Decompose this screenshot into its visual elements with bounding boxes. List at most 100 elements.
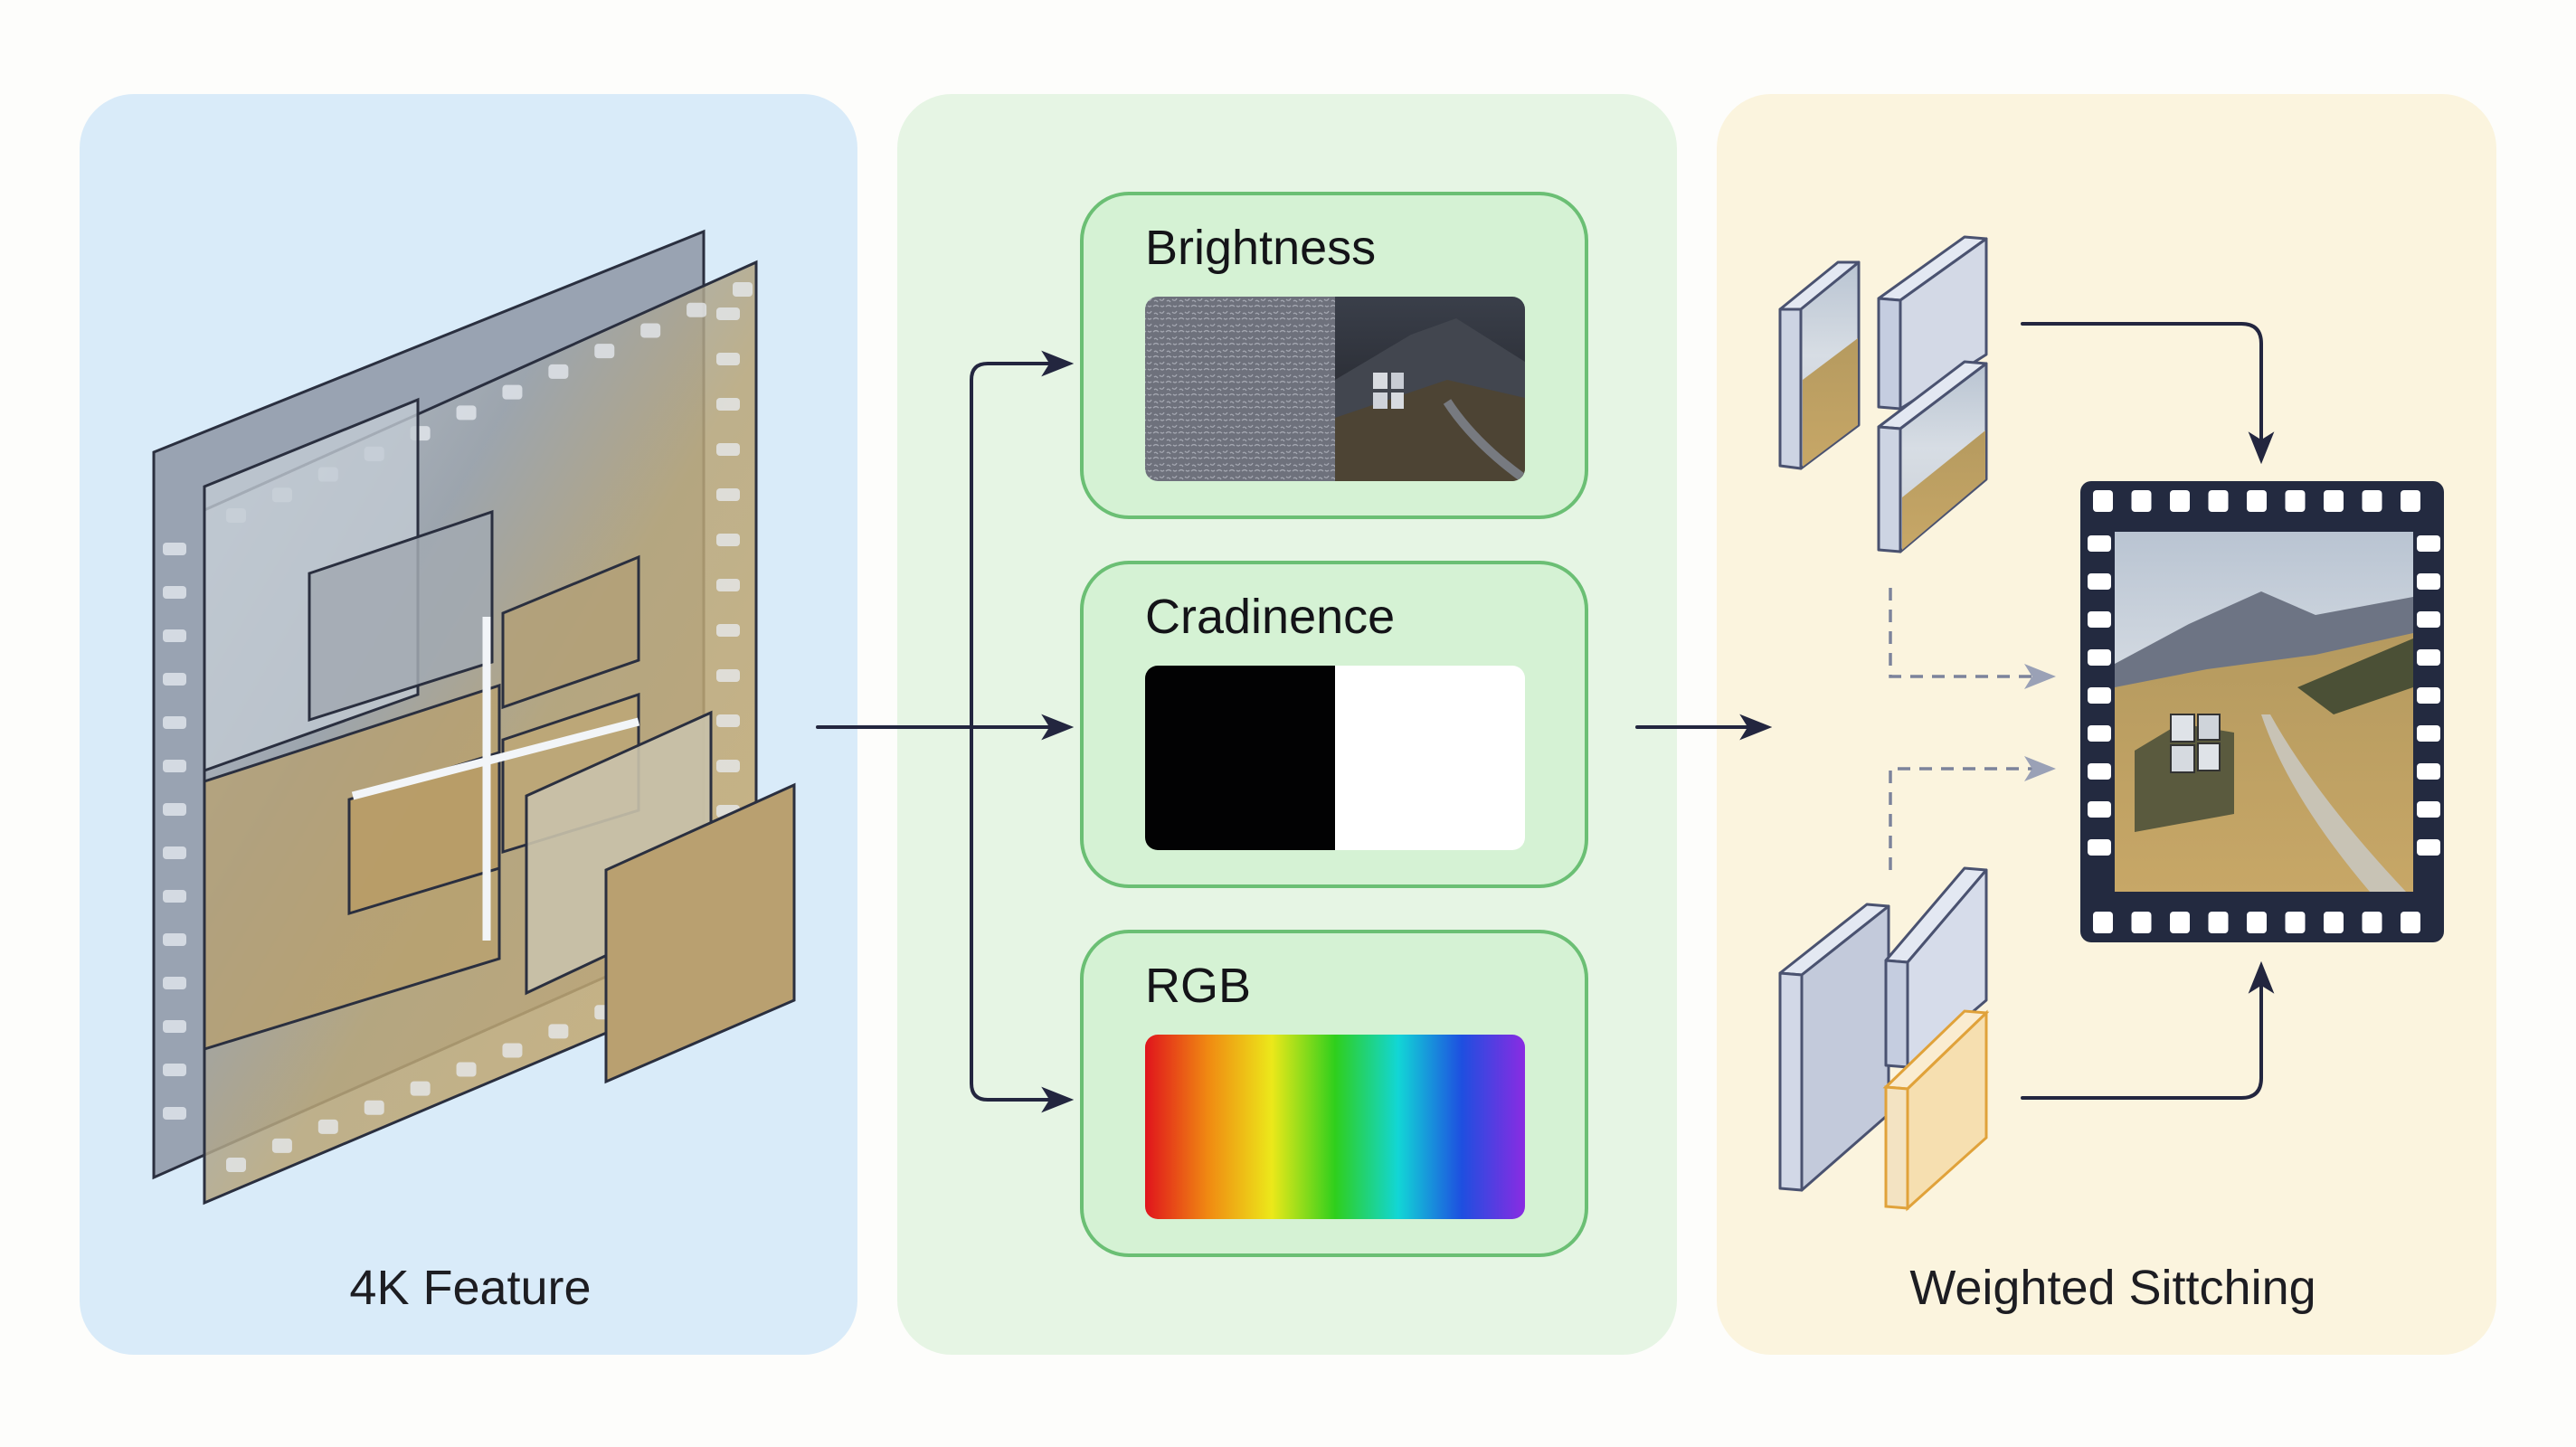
bottom-merge-arrow	[2021, 960, 2275, 1100]
sprocket-hole	[317, 1119, 338, 1134]
sprocket-hole	[410, 1081, 431, 1096]
sprocket-hole	[502, 384, 523, 400]
sprocket-hole	[548, 364, 569, 379]
sprocket-hole	[716, 353, 740, 365]
sprocket-hole	[456, 1062, 477, 1077]
gradience-preview	[1145, 666, 1525, 850]
sprocket-hole	[271, 1138, 292, 1153]
sprocket-hole	[2417, 839, 2440, 856]
sprocket-hole	[2417, 611, 2440, 628]
sprocket-hole	[716, 714, 740, 727]
sprocket-hole	[594, 344, 615, 359]
feature-card-gradience: Cradinence	[1080, 561, 1588, 888]
sprocket-hole	[2417, 687, 2440, 704]
sprocket-hole	[2088, 649, 2111, 666]
sprocket-hole	[364, 1100, 384, 1115]
sprocket-hole	[2324, 912, 2344, 933]
sprocket-hole	[2417, 801, 2440, 818]
sprocket-hole	[163, 586, 186, 599]
sprocket-hole	[733, 282, 753, 297]
sprocket-hole	[716, 307, 740, 320]
panel-label-4k-feature: 4K Feature	[349, 1261, 591, 1315]
black-half	[1145, 666, 1335, 850]
sprocket-hole	[716, 624, 740, 637]
sprocket-hole	[2285, 912, 2306, 933]
sprocket-hole	[2362, 912, 2382, 933]
sprocket-hole	[2170, 912, 2190, 933]
sprocket-hole	[2131, 490, 2152, 512]
image-tile	[308, 509, 494, 723]
sprocket-hole	[2417, 573, 2440, 590]
card-title-rgb: RGB	[1145, 959, 1251, 1013]
branch-arrow-brightness	[970, 350, 1075, 729]
top-merge-arrow	[2021, 322, 2275, 465]
sprocket-hole	[2131, 912, 2152, 933]
sprocket-hole	[163, 803, 186, 816]
sprocket-hole	[716, 534, 740, 546]
rgb-spectrum-preview	[1145, 1035, 1525, 1219]
sprocket-hole	[456, 405, 477, 421]
sprocket-hole	[2088, 763, 2111, 780]
4k-feature-stack-illustration	[152, 229, 796, 1206]
sprocket-hole	[163, 846, 186, 859]
top-block-group	[1778, 235, 1988, 553]
sprocket-hole	[163, 760, 186, 772]
sprocket-hole	[2401, 912, 2420, 933]
sprocket-hole	[163, 543, 186, 555]
sprocket-hole	[2362, 490, 2382, 512]
tile-gap-cross	[351, 617, 640, 941]
sprocket-hole	[163, 890, 186, 903]
sprocket-hole	[2088, 535, 2111, 552]
sprocket-hole	[2417, 649, 2440, 666]
feature-card-rgb: RGB	[1080, 930, 1588, 1257]
sprocket-hole	[716, 488, 740, 501]
sprocket-hole	[2088, 839, 2111, 856]
branch-arrow-rgb	[970, 725, 1075, 1113]
stitched-landscape-image	[2115, 532, 2413, 892]
sprocket-hole	[2088, 725, 2111, 742]
sprocket-hole	[163, 673, 186, 686]
sprocket-hole	[640, 323, 661, 338]
sprocket-hole	[2247, 912, 2267, 933]
sprocket-hole	[2401, 490, 2420, 512]
sprocket-hole	[2417, 535, 2440, 552]
dashed-arrow-lower	[1889, 756, 2056, 870]
sprocket-hole	[2208, 912, 2229, 933]
film-sprocket-holes	[2088, 490, 2440, 933]
sprocket-hole	[163, 1064, 186, 1076]
sprocket-hole	[548, 1024, 569, 1039]
sprocket-hole	[163, 1107, 186, 1120]
sprocket-hole	[2093, 490, 2113, 512]
feature-card-brightness: Brightness	[1080, 192, 1588, 519]
noise-texture	[1145, 297, 1335, 481]
card-title-gradience: Cradinence	[1145, 590, 1395, 644]
sprocket-hole	[163, 716, 186, 729]
sprocket-hole	[2088, 611, 2111, 628]
panel-label-weighted-stitching: Weighted Sittching	[1909, 1261, 2316, 1315]
sprocket-hole	[163, 629, 186, 642]
sprocket-hole	[163, 1020, 186, 1033]
stitched-output-frame	[2080, 481, 2444, 942]
sprocket-hole	[2170, 490, 2190, 512]
brightness-preview	[1145, 297, 1525, 481]
image-tile	[501, 554, 640, 710]
white-half	[1335, 666, 1525, 850]
card-title-brightness: Brightness	[1145, 221, 1376, 275]
sprocket-hole	[2088, 687, 2111, 704]
sprocket-hole	[2417, 763, 2440, 780]
sprocket-hole	[2088, 573, 2111, 590]
sprocket-hole	[716, 579, 740, 591]
sprocket-hole	[716, 398, 740, 411]
bottom-block-group	[1778, 866, 1990, 1212]
sprocket-hole	[2247, 490, 2267, 512]
sprocket-hole	[502, 1043, 523, 1058]
sprocket-hole	[163, 933, 186, 946]
sprocket-hole	[2208, 490, 2229, 512]
sprocket-hole	[2285, 490, 2306, 512]
sprocket-hole	[2324, 490, 2344, 512]
sprocket-hole	[2417, 725, 2440, 742]
sprocket-hole	[2093, 912, 2113, 933]
sprocket-hole	[226, 1158, 246, 1172]
sprocket-hole	[687, 302, 707, 317]
